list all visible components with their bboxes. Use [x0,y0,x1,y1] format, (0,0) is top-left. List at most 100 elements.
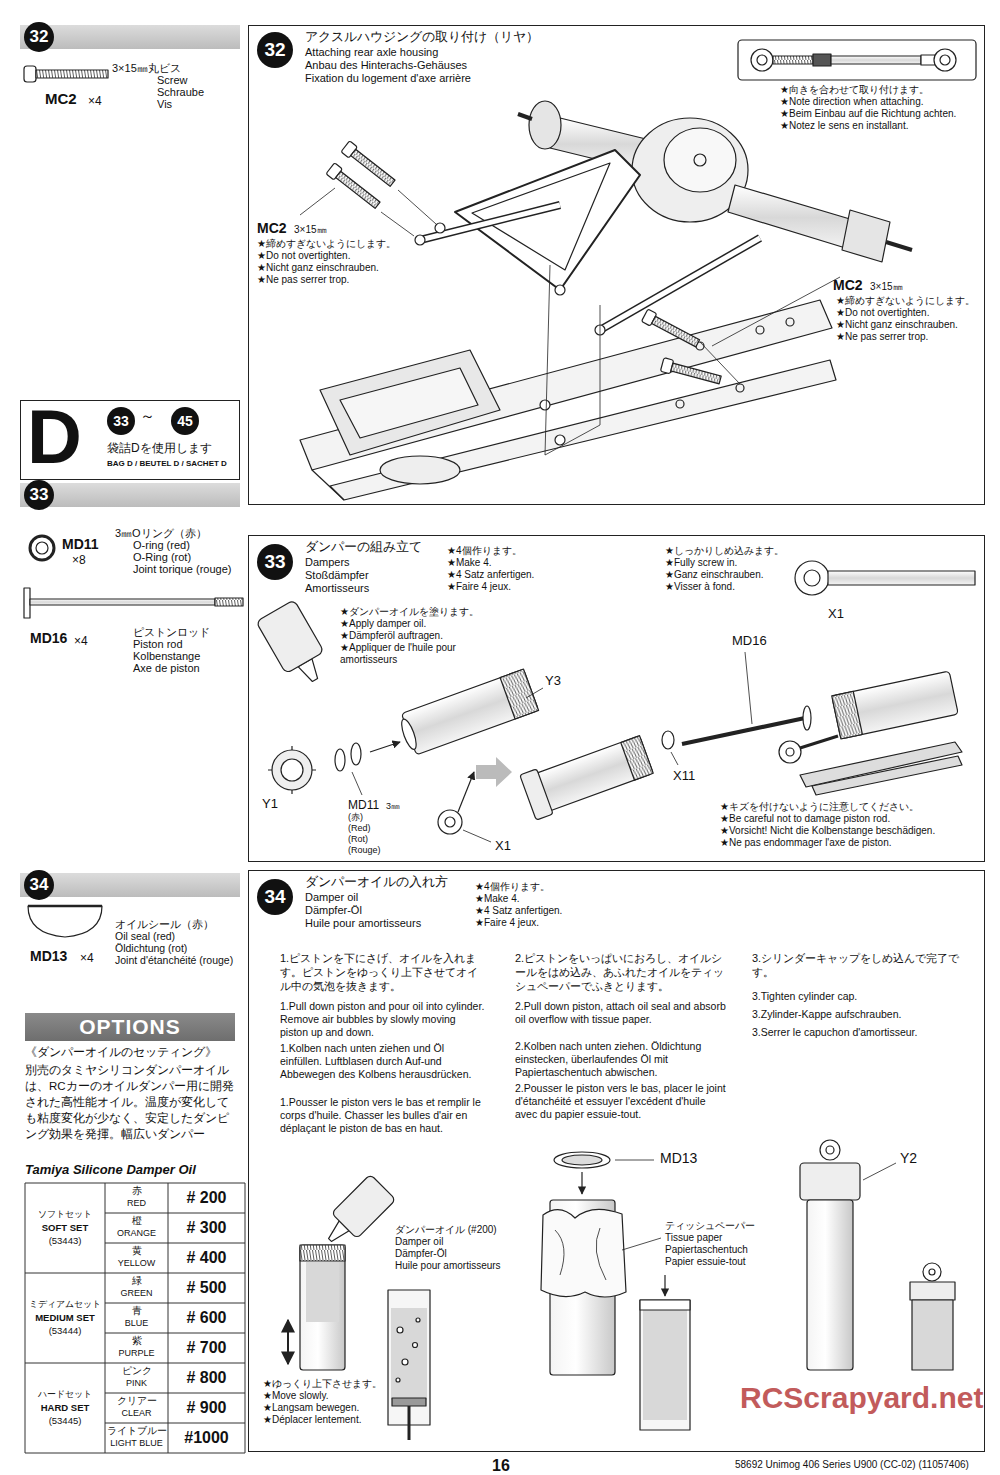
oil-seal-part [562,1155,602,1165]
oil-seal-part [28,905,102,908]
step-number: 32 [257,32,293,68]
label-text: ～ [140,407,155,425]
oil-bottle [331,1174,395,1238]
table-cell: BLUE [106,1318,168,1329]
table-cell: RED [106,1198,168,1209]
step-header-bar: 33 [20,483,240,507]
cutaway-inset [640,1300,690,1430]
note-text: ★Ne pas serrer trop. [836,331,928,343]
suspension-links [435,223,445,233]
quantity: ×4 [80,951,94,965]
suspension-links [540,400,550,410]
table-cell: # 400 [169,1248,245,1267]
label-text: O-Ring (rot) [133,551,191,564]
oil-bottle [256,600,324,674]
label-text: ティッシュペーパー [665,1220,755,1232]
screw-illustration [641,309,701,350]
note-text: ★向きを合わせて取り付けます。 [780,84,929,96]
label-text: 《ダンパーオイルのセッティング》 [25,1046,217,1060]
title-text: Huile pour amortisseurs [305,917,421,930]
title-text: Dämpfer-Öl [305,904,362,917]
note-text: ★Visser à fond. [665,581,735,593]
table-cell: # 500 [169,1278,245,1297]
label-text: Joint torique (rouge) [133,563,231,576]
title-text: Stoßdämpfer [305,569,369,582]
note-text: ★ゆっくり上下させます。 [263,1378,382,1390]
cutaway-inset [640,1275,690,1430]
note-text: ★Ne pas endommager l'axe de piston. [720,837,892,849]
table-cell: GREEN [106,1288,168,1299]
chassis-frame [676,400,684,408]
screw-illustration [351,149,395,186]
leader-line [300,188,840,455]
label-text: Oil seal (red) [115,930,175,943]
cutaway-inset [923,1263,941,1281]
rear-axle-housing [664,128,736,192]
table-cell: # 300 [169,1218,245,1237]
label-text: 1.Kolben nach unten ziehen und Öl einfül… [280,1042,485,1081]
leader-line [463,830,491,842]
suspension-links [420,205,560,240]
leader-line [712,277,840,346]
cutaway-inset [643,1310,687,1420]
table-cell: # 800 [169,1368,245,1387]
note-text: ★4個作ります。 [475,881,550,893]
rod-end-part [804,570,820,586]
quantity: ×4 [88,94,102,108]
note-text: ★Move slowly. [263,1390,328,1402]
rod-direction-inset [921,55,935,65]
note-text: ★締めすぎないようにします。 [257,238,396,250]
table-cell: ライトブルー [106,1425,168,1436]
table-cell: PINK [106,1378,168,1389]
note-text: ★ダンパーオイルを塗ります。 [340,606,479,618]
part-code: X1 [828,606,844,622]
screw-illustration [336,171,380,208]
rod-direction-inset [773,56,813,64]
damper-cylinder [826,1146,834,1154]
rod-end-part [828,571,975,585]
leader-line [398,190,436,224]
screw-part [24,66,108,82]
suspension-links [455,150,640,290]
part-code: MD13 [30,948,67,965]
cutaway-inset [391,1308,427,1400]
note-text: ★締めすぎないようにします。 [836,295,975,307]
rear-axle-housing [842,210,890,262]
label-text: 1.ピストンを下にさげ、オイルを入れます。ピストンをゆっくり上下させてオイル中の… [280,952,485,993]
cutaway-inset [416,1318,420,1322]
note-text: ★Fully screw in. [665,557,737,569]
rod-direction-inset [831,56,921,64]
chassis-frame [320,350,500,455]
suspension-links [555,285,565,295]
damper-cylinder [300,1245,345,1370]
oil-seal-part [615,1160,654,1161]
pliers [779,741,801,763]
damper-cylinder [807,1200,853,1370]
bag-box: D袋詰Dを使用しますBAG D / BEUTEL D / SACHET D334… [20,400,240,480]
label-text: Öldichtung (rot) [115,942,187,955]
note-text: ★しっかりしめ込みます。 [665,545,784,557]
label-text: Damper oil [395,1236,443,1248]
oil-seal-part [554,1152,654,1194]
table-cell: LIGHT BLUE [106,1438,168,1449]
label-text: 3×15㎜丸ビス [112,62,181,75]
label-text: 3.Tighten cylinder cap. [752,990,857,1003]
table-cell: 黄 [106,1245,168,1256]
table-cell: # 600 [169,1308,245,1327]
label-text: オイルシール（赤） [115,918,214,931]
damper-cylinder [306,1262,339,1322]
oil-table-grid [168,1183,169,1453]
damper-cylinder [555,1228,606,1280]
damper-assembly [832,671,959,739]
cutaway-inset [397,1327,403,1333]
label-text: Huile pour amortisseurs [395,1260,501,1272]
cutaway-inset [910,1282,955,1300]
note-text: ★Faire 4 jeux. [475,917,539,929]
cutaway-inset [640,1300,690,1310]
note-text: ★Be careful not to damage piston rod. [720,813,890,825]
note-text: ★Vorsicht! Nicht die Kolbenstange beschä… [720,825,935,837]
rod-direction-inset [940,55,950,65]
label-text: Schraube [157,86,204,99]
cutaway-inset [910,1263,955,1370]
